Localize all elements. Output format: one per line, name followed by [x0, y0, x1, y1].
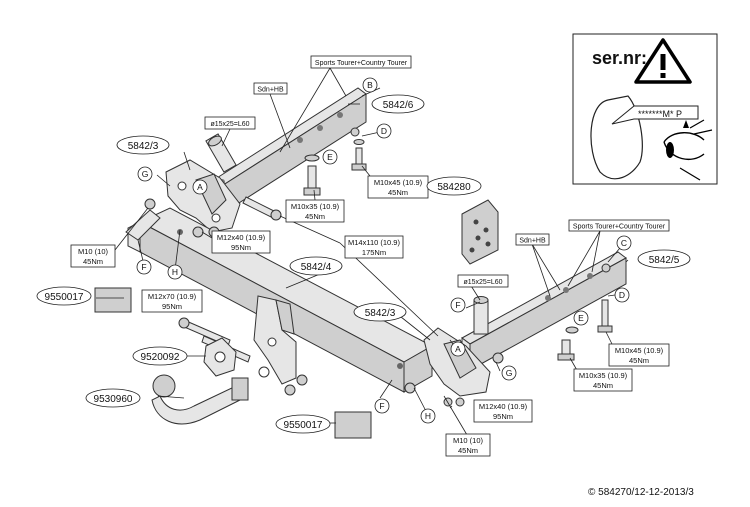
svg-text:M12x70 (10.9): M12x70 (10.9): [148, 292, 197, 301]
svg-text:584280: 584280: [437, 182, 471, 193]
svg-text:A: A: [455, 344, 461, 354]
svg-text:175Nm: 175Nm: [362, 248, 386, 257]
towbar-plate-outline: [590, 95, 643, 180]
sticker-a: [94, 287, 132, 313]
svg-text:M12x40 (10.9): M12x40 (10.9): [217, 233, 266, 242]
label-tube-left: ø15x25=L60: [204, 116, 256, 130]
svg-text:G: G: [506, 368, 513, 378]
svg-text:9550017: 9550017: [284, 420, 323, 431]
svg-text:M14x110 (10.9): M14x110 (10.9): [348, 238, 400, 247]
svg-text:9550017: 9550017: [45, 292, 84, 303]
svg-text:45Nm: 45Nm: [629, 356, 649, 365]
callout-sticker-a: 9550017: [36, 286, 92, 306]
label-m10-left: M10 (10) 45Nm: [70, 244, 116, 268]
label-sports-tourer-right: Sports Tourer+Country Tourer: [568, 219, 670, 232]
svg-text:95Nm: 95Nm: [231, 243, 251, 252]
sticker-b: [334, 411, 372, 439]
letter-markers: B D E A G F H F H A G F C D E F: [136, 77, 632, 424]
bolt-set-right: [557, 299, 613, 361]
svg-text:A: A: [197, 182, 203, 192]
svg-text:45Nm: 45Nm: [593, 381, 613, 390]
callout-bolt-kit: 584280: [426, 176, 482, 196]
svg-text:95Nm: 95Nm: [162, 302, 182, 311]
svg-text:Sports Tourer+Country Tourer: Sports Tourer+Country Tourer: [315, 60, 408, 67]
svg-text:45Nm: 45Nm: [458, 446, 478, 455]
callout-rail-right: 5842/5: [637, 249, 691, 269]
svg-text:M10 (10): M10 (10): [453, 436, 484, 445]
socket-plate: [203, 337, 237, 377]
svg-text:F: F: [455, 300, 460, 310]
callout-rail-left: 5842/6: [371, 94, 425, 114]
ser-nr-title: ser.nr:: [592, 48, 647, 68]
svg-text:M10 (10): M10 (10): [78, 247, 109, 256]
warning-triangle-icon: [634, 38, 692, 84]
tube-left: [205, 133, 237, 173]
tube-right: [473, 296, 489, 335]
svg-text:F: F: [379, 401, 384, 411]
label-sports-tourer-left: Sports Tourer+Country Tourer: [310, 55, 412, 69]
leader-lines: [96, 67, 629, 441]
label-m10-right: M10 (10) 45Nm: [445, 433, 491, 457]
svg-text:D: D: [619, 290, 625, 300]
serial-number-panel: ser.nr: *******M* P: [572, 33, 718, 185]
svg-text:G: G: [142, 169, 149, 179]
svg-text:5842/6: 5842/6: [383, 100, 414, 111]
svg-text:M10x45 (10.9): M10x45 (10.9): [615, 346, 664, 355]
m14-bolt: [242, 196, 282, 221]
svg-text:5842/3: 5842/3: [128, 141, 159, 152]
svg-text:9530960: 9530960: [94, 394, 133, 405]
towball: [151, 374, 249, 425]
label-m10x35-right: M10x35 (10.9) 45Nm: [573, 368, 633, 392]
bolt-set-left: [303, 139, 367, 196]
svg-text:E: E: [327, 152, 333, 162]
svg-text:H: H: [172, 267, 178, 277]
svg-text:M12x40 (10.9): M12x40 (10.9): [479, 402, 528, 411]
svg-text:H: H: [425, 411, 431, 421]
label-m12x40-left: M12x40 (10.9) 95Nm: [211, 230, 271, 254]
callout-bracket-left: 5842/3: [116, 135, 170, 155]
callout-sticker-b: 9550017: [275, 414, 331, 434]
svg-text:E: E: [578, 313, 584, 323]
svg-text:Sports Tourer+Country Tourer: Sports Tourer+Country Tourer: [573, 224, 666, 231]
label-m12x70: M12x70 (10.9) 95Nm: [141, 289, 203, 313]
svg-text:Sdn+HB: Sdn+HB: [257, 87, 284, 94]
svg-text:C: C: [621, 238, 627, 248]
callout-towball: 9530960: [85, 388, 141, 408]
label-m10x45-right: M10x45 (10.9) 45Nm: [608, 343, 670, 367]
svg-text:5842/4: 5842/4: [301, 262, 332, 273]
label-m10x45-left: M10x45 (10.9) 45Nm: [367, 175, 429, 199]
nuts: [144, 198, 465, 407]
svg-text:45Nm: 45Nm: [305, 212, 325, 221]
svg-text:95Nm: 95Nm: [493, 412, 513, 421]
svg-text:9520092: 9520092: [141, 352, 180, 363]
svg-text:M10x35 (10.9): M10x35 (10.9): [291, 202, 340, 211]
label-sdn-hb-right: Sdn+HB: [515, 233, 550, 246]
svg-text:ø15x25=L60: ø15x25=L60: [210, 121, 249, 128]
copyright-notice: © 584270/12-12-2013/3: [588, 487, 694, 498]
svg-text:B: B: [367, 80, 373, 90]
label-m14x110: M14x110 (10.9) 175Nm: [344, 235, 404, 259]
bolt-kit-bag: [461, 199, 499, 265]
callout-crossbar: 5842/4: [289, 256, 343, 276]
serial-sample-text: *******M* P: [638, 109, 682, 119]
callout-socket-plate: 9520092: [132, 346, 188, 366]
svg-text:5842/5: 5842/5: [649, 255, 680, 266]
svg-text:M10x45 (10.9): M10x45 (10.9): [374, 178, 423, 187]
svg-text:Sdn+HB: Sdn+HB: [519, 238, 546, 245]
label-m10x35-left: M10x35 (10.9) 45Nm: [285, 199, 345, 223]
svg-text:ø15x25=L60: ø15x25=L60: [463, 279, 502, 286]
svg-text:45Nm: 45Nm: [388, 188, 408, 197]
label-sdn-hb-left: Sdn+HB: [253, 82, 288, 95]
callout-bracket-right: 5842/3: [353, 302, 407, 322]
label-m12x40-right: M12x40 (10.9) 95Nm: [473, 399, 533, 423]
svg-text:45Nm: 45Nm: [83, 257, 103, 266]
svg-text:D: D: [381, 126, 387, 136]
svg-text:5842/3: 5842/3: [365, 308, 396, 319]
eye-icon: [663, 119, 713, 181]
svg-text:M10x35 (10.9): M10x35 (10.9): [579, 371, 628, 380]
label-tube-right: ø15x25=L60: [457, 274, 509, 288]
svg-text:F: F: [141, 262, 146, 272]
